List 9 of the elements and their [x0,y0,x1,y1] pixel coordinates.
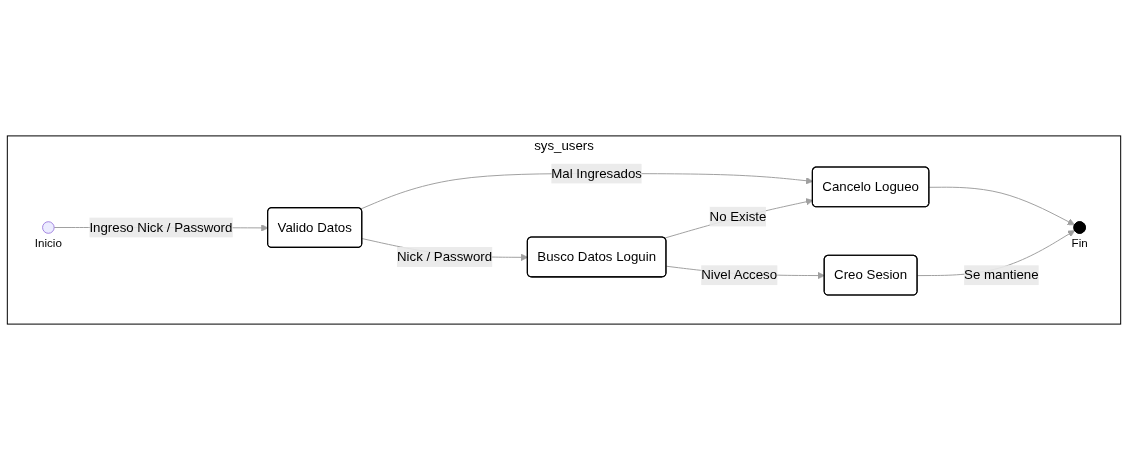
node-label: Fin [1071,235,1088,249]
edge-label: No Existe [709,208,767,223]
edge-label: Ingreso Nick / Password [89,219,233,234]
edge-label: Nick / Password [397,248,493,264]
edge-label: Se mantiene [964,267,1039,282]
node-circle [42,220,55,234]
node-label: Inicio [34,235,62,249]
edge-label: Nivel Acceso [701,267,778,282]
edge-label: Mal Ingresados [551,165,642,180]
